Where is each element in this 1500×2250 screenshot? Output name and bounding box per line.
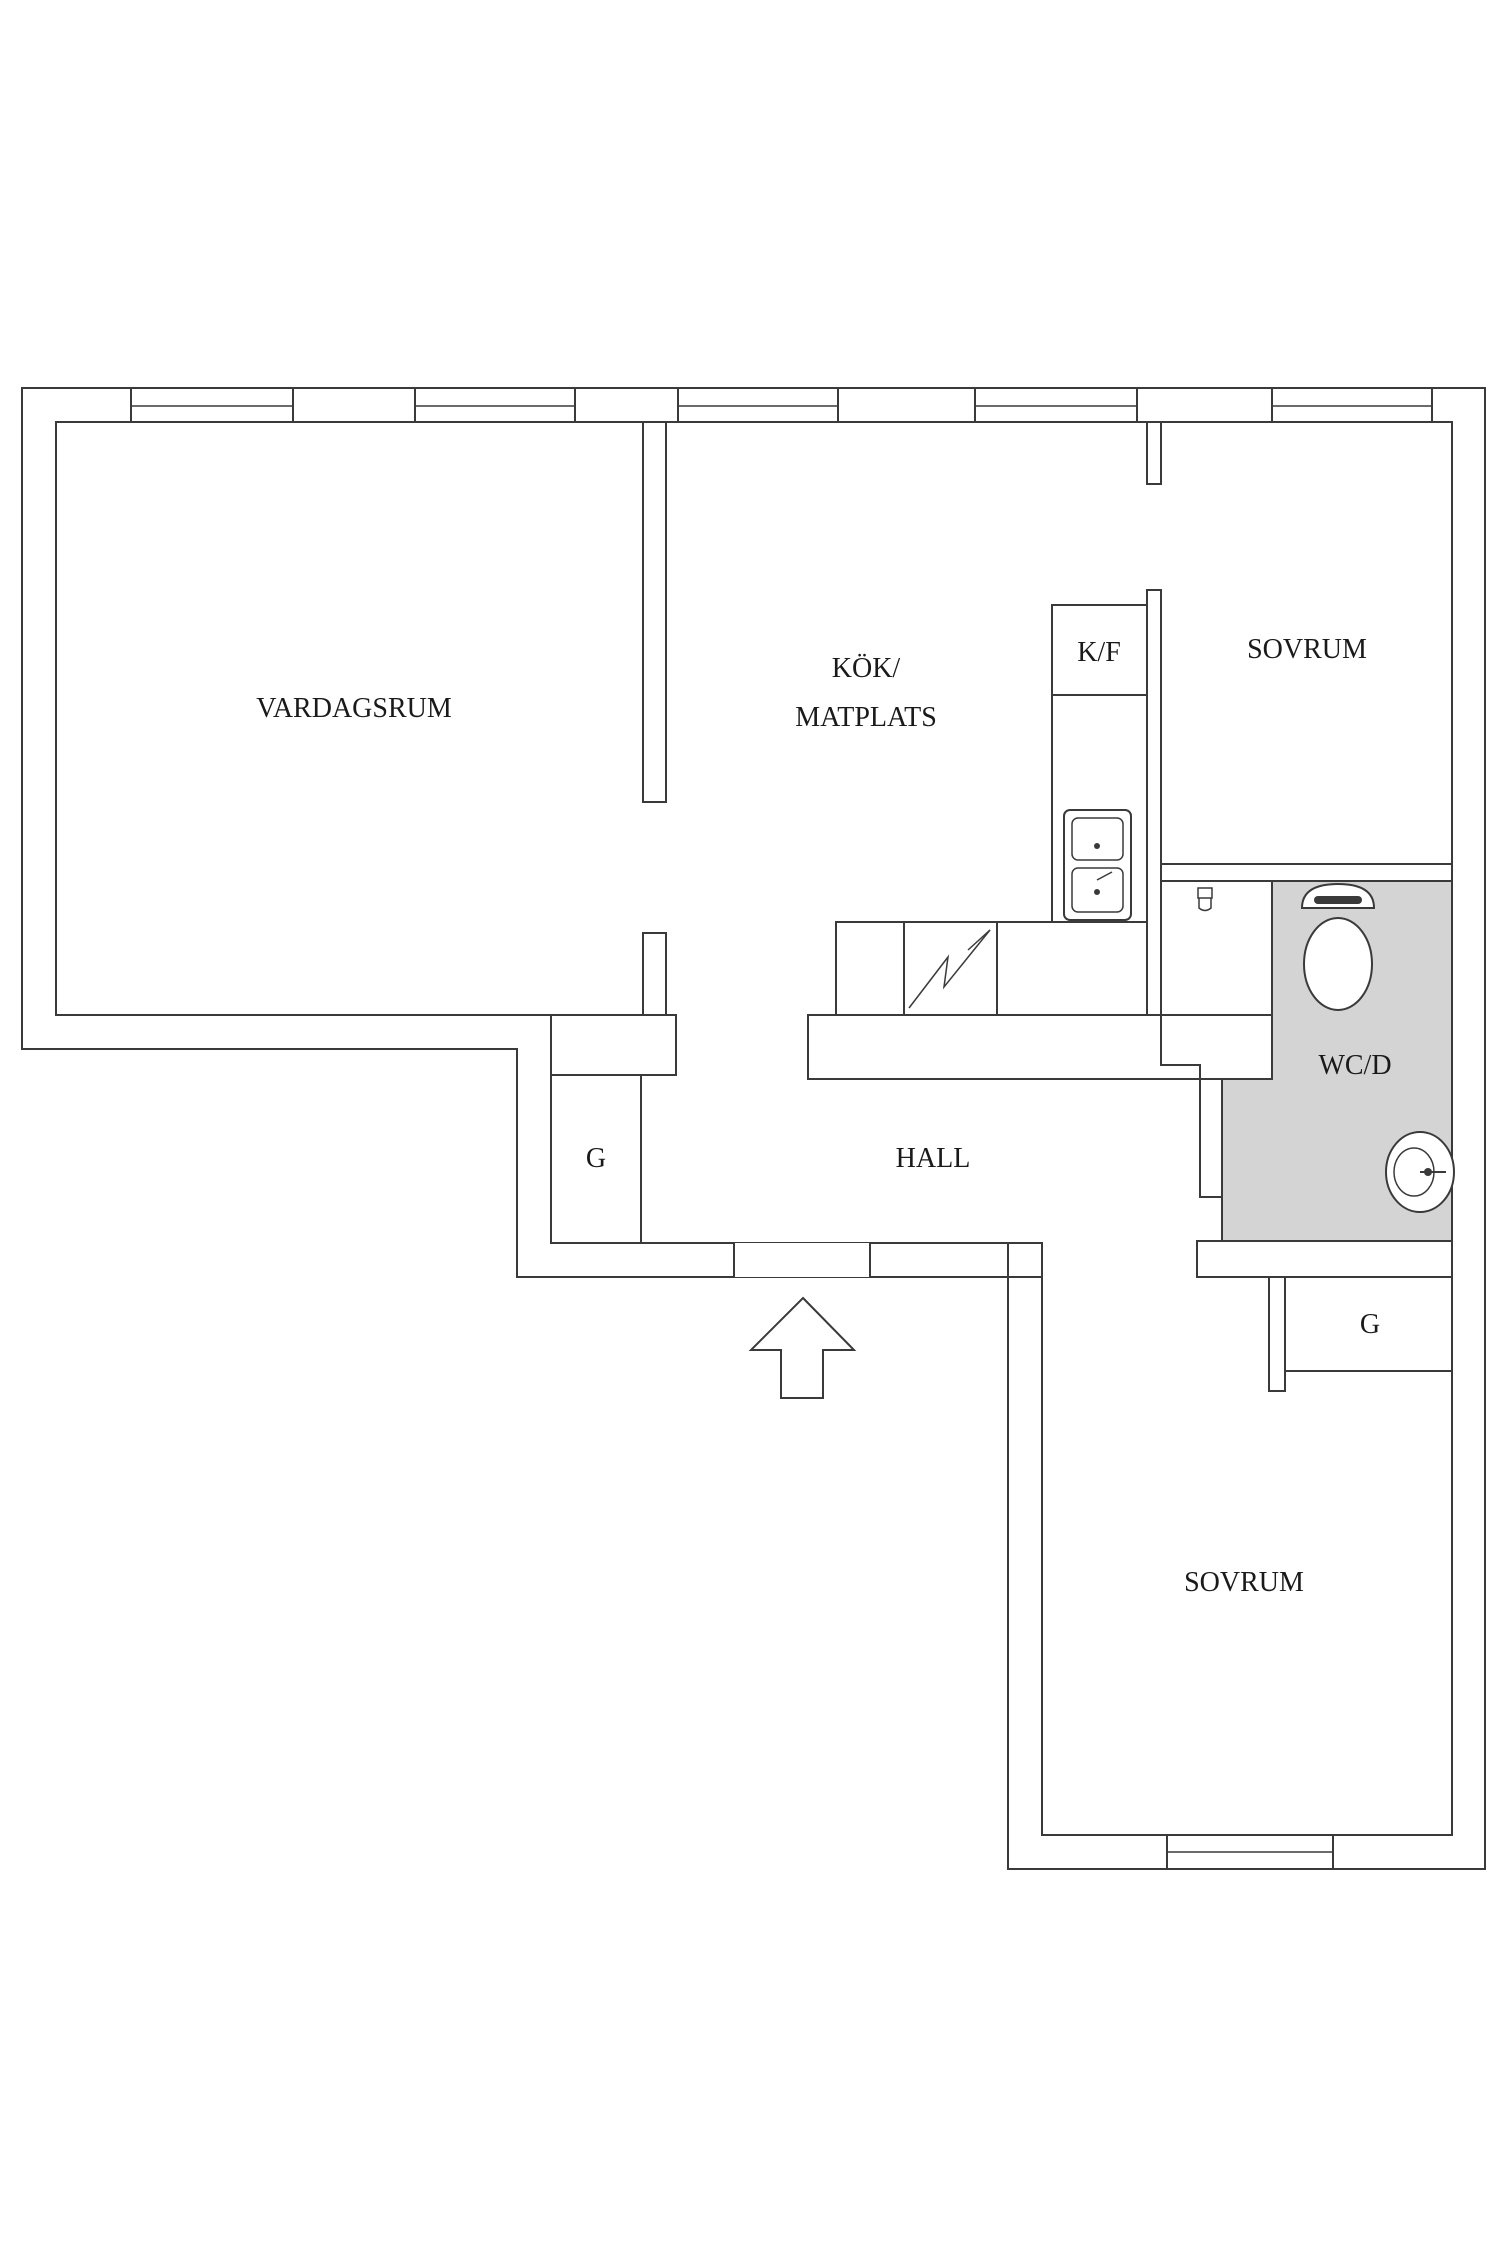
wall-bath-left bbox=[1199, 1078, 1223, 1198]
toilet-icon bbox=[1300, 882, 1376, 1011]
window bbox=[130, 387, 294, 423]
label-kok-line2: MATPLATS bbox=[795, 702, 937, 733]
label-kf: K/F bbox=[1077, 637, 1121, 668]
label-g-left: G bbox=[586, 1143, 606, 1174]
wall-living-kitchen-lower bbox=[642, 932, 667, 1016]
window bbox=[414, 387, 576, 423]
wall-hall-bedroom2 bbox=[1007, 1242, 1043, 1278]
wall-living-kitchen-upper bbox=[642, 421, 667, 803]
wall-hall-corner bbox=[550, 1014, 677, 1076]
label-kok-line1: KÖK/ bbox=[832, 653, 901, 684]
counter-horizontal bbox=[835, 921, 1148, 1016]
label-vardagsrum: VARDAGSRUM bbox=[256, 693, 452, 724]
window-bottom bbox=[1166, 1834, 1334, 1870]
wall-kitchen-bedroom-lower bbox=[1146, 589, 1162, 1016]
label-wc: WC/D bbox=[1318, 1050, 1391, 1081]
entrance-arrow-icon bbox=[748, 1296, 857, 1399]
label-hall: HALL bbox=[896, 1143, 971, 1174]
stove-icon bbox=[908, 929, 991, 1009]
wardrobe-left bbox=[550, 1074, 642, 1244]
wall-kitchen-hall bbox=[807, 1014, 1201, 1080]
window bbox=[974, 387, 1138, 423]
wall-wardrobe-right bbox=[1268, 1276, 1286, 1392]
wall-bath-bedroom2 bbox=[1196, 1240, 1453, 1278]
wardrobe-right bbox=[1284, 1276, 1453, 1372]
shower-icon bbox=[1197, 887, 1213, 912]
windows-top bbox=[130, 387, 1433, 423]
entrance-door-gap bbox=[734, 1243, 870, 1277]
wall-bedroom-bath bbox=[1160, 863, 1453, 882]
label-sovrum-top: SOVRUM bbox=[1247, 634, 1367, 665]
wall-kitchen-bedroom-upper bbox=[1146, 421, 1162, 485]
fridge-freezer bbox=[1051, 604, 1148, 696]
double-sink-icon bbox=[1063, 809, 1132, 921]
washbasin-icon bbox=[1385, 1131, 1455, 1213]
label-sovrum-bottom: SOVRUM bbox=[1184, 1567, 1304, 1598]
window bbox=[677, 387, 839, 423]
label-g-right: G bbox=[1360, 1309, 1380, 1340]
bath-cabinet bbox=[1160, 880, 1273, 1016]
window bbox=[1271, 387, 1433, 423]
